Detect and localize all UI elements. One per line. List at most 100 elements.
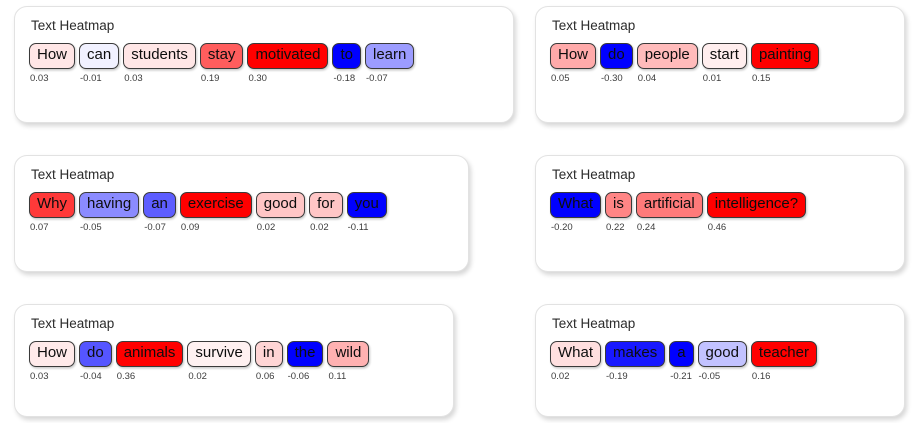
token-chip[interactable]: having [79, 192, 140, 218]
token-value: 0.11 [328, 370, 347, 382]
token-value: 0.07 [30, 221, 49, 233]
panel-title: Text Heatmap [31, 18, 115, 33]
token-cell: do -0.04 [79, 341, 112, 381]
token-value: -0.05 [80, 221, 102, 233]
token-chip[interactable]: good [255, 192, 306, 218]
token-value: 0.09 [180, 221, 200, 233]
token-value: -0.04 [80, 370, 102, 382]
token-value: 0.02 [551, 370, 570, 382]
token-chip[interactable]: do [79, 341, 112, 367]
token-chip[interactable]: students [123, 43, 196, 69]
token-chip[interactable]: What [550, 192, 602, 218]
token-chip[interactable]: makes [605, 341, 666, 367]
token-chip[interactable]: stay [199, 43, 244, 69]
token-cell: What 0.02 [550, 341, 602, 382]
token-chip[interactable]: in [254, 341, 283, 367]
panel-title: Text Heatmap [31, 167, 115, 182]
token-cell: for 0.02 [309, 192, 343, 232]
token-cell: makes -0.19 [605, 341, 666, 382]
token-chip[interactable]: wild [327, 341, 370, 367]
token-chip[interactable]: good [697, 341, 747, 367]
token-chip[interactable]: people [636, 43, 698, 69]
token-chip[interactable]: artificial [635, 192, 703, 218]
token-value: -0.18 [333, 72, 356, 84]
token-cell: animals 0.36 [115, 341, 184, 382]
token-chip[interactable]: an [143, 192, 176, 218]
token-row: Why 0.07 having -0.05 an -0.07 exercise 0.09 goo… [29, 192, 454, 232]
token-chip[interactable]: How [550, 43, 597, 69]
token-chip[interactable]: teacher [750, 341, 817, 367]
panel-title: Text Heatmap [552, 18, 636, 33]
token-value: 0.03 [30, 370, 49, 382]
token-chip[interactable]: a [669, 341, 694, 367]
token-chip[interactable]: for [309, 192, 343, 218]
token-chip[interactable]: learn [365, 43, 415, 69]
token-chip[interactable]: you [346, 192, 387, 218]
token-value: -0.05 [698, 370, 721, 382]
token-cell: to -0.18 [332, 43, 361, 83]
token-value: -0.06 [287, 370, 310, 382]
token-value: 0.02 [188, 370, 207, 382]
token-cell: What -0.20 [550, 192, 602, 233]
token-chip[interactable]: survive [187, 341, 251, 367]
token-value: 0.36 [116, 370, 136, 382]
token-chip[interactable]: How [29, 341, 76, 367]
token-value: -0.07 [144, 221, 166, 233]
token-cell: good -0.05 [697, 341, 747, 382]
token-chip[interactable]: How [29, 43, 76, 69]
token-cell: do-0.30 [600, 43, 633, 83]
token-value: 0.02 [256, 221, 276, 233]
token-cell: a -0.21 [669, 341, 694, 382]
token-cell: an -0.07 [143, 192, 176, 232]
token-cell: teacher 0.16 [750, 341, 817, 382]
token-value: 0.16 [751, 370, 771, 382]
token-value: -0.21 [670, 370, 692, 382]
token-chip[interactable]: Why [29, 192, 75, 218]
token-value: -0.20 [551, 221, 573, 233]
token-cell: intelligence? 0.46 [706, 192, 807, 233]
token-chip[interactable]: to [332, 43, 361, 69]
token-chip[interactable]: is [605, 192, 632, 218]
token-row: What 0.02 makes -0.19 a -0.21 good -0.05 teacher… [550, 341, 890, 381]
token-value: -0.19 [606, 370, 628, 382]
token-value: -0.07 [366, 72, 388, 84]
token-chip[interactable]: the [286, 341, 324, 367]
token-value: -0.11 [347, 221, 369, 233]
token-cell: wild 0.11 [327, 341, 370, 382]
token-chip[interactable]: exercise [179, 192, 252, 218]
token-row: How 0.03 do -0.04 animals 0.36 survive 0.02 in 0.… [29, 341, 439, 381]
token-value: 0.24 [636, 221, 656, 233]
token-value: 0.04 [637, 72, 657, 84]
token-cell: students 0.03 [123, 43, 196, 83]
token-value: 0.03 [124, 72, 143, 84]
panel-title: Text Heatmap [31, 316, 115, 331]
token-cell: survive 0.02 [187, 341, 251, 381]
token-chip[interactable]: do [600, 43, 633, 69]
token-chip[interactable]: animals [115, 341, 184, 367]
token-chip[interactable]: motivated [247, 43, 329, 69]
token-chip[interactable]: What [550, 341, 602, 367]
token-chip[interactable]: start [701, 43, 747, 69]
token-value: -0.01 [80, 72, 102, 84]
token-cell: people 0.04 [636, 43, 698, 84]
token-value: 0.46 [707, 221, 727, 233]
token-chip[interactable]: intelligence? [706, 192, 807, 218]
token-chip[interactable]: can [79, 43, 120, 69]
token-cell: good 0.02 [255, 192, 306, 233]
token-cell: can -0.01 [79, 43, 120, 84]
token-value: 0.30 [248, 72, 267, 84]
token-value: 0.02 [310, 221, 329, 233]
token-chip[interactable]: painting [750, 43, 820, 69]
token-cell: How 0.03 [29, 341, 76, 382]
